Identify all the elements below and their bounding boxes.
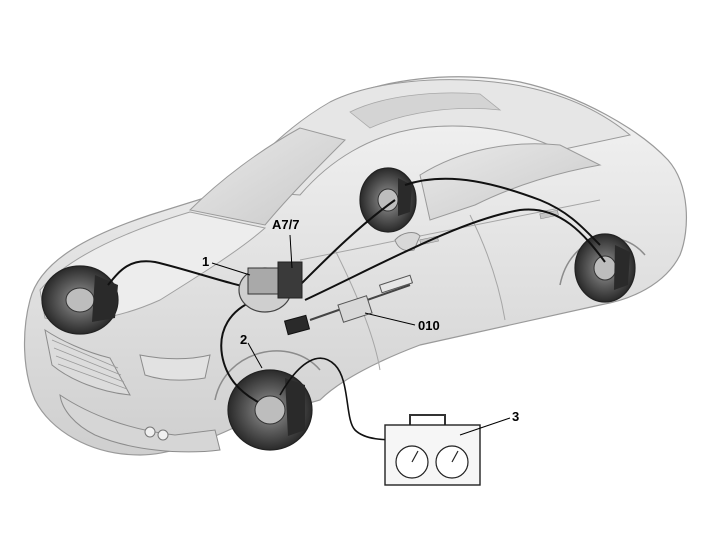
brake-disc-front-left: [41, 265, 119, 335]
car-headlight: [139, 354, 211, 381]
callout-3: 3: [512, 409, 519, 424]
car-roof: [228, 79, 632, 196]
leader-lines: [211, 234, 511, 436]
brake-line-rear-left: [299, 199, 396, 286]
brake-test-case: [384, 414, 481, 486]
side-mirror-icon: [394, 232, 421, 252]
brake-disc-rear-right: [574, 233, 636, 303]
car-front-bumper: [59, 393, 221, 453]
callout-010: 010: [418, 318, 440, 333]
brake-line-rear-right: [304, 208, 606, 301]
door-lines: [299, 199, 601, 371]
pressure-gauge-right: [435, 445, 469, 479]
case-handle: [409, 414, 446, 425]
car-side-windows: [419, 143, 602, 221]
pressure-gauge-left: [395, 445, 429, 479]
adapter-010: [309, 274, 414, 323]
brake-lines: [107, 177, 606, 441]
brake-line-front-left: [107, 260, 263, 291]
fog-light-icon: [157, 429, 169, 441]
test-hose: [279, 357, 401, 441]
callout-1: 1: [202, 254, 209, 269]
brake-disc-front-right: [227, 369, 313, 451]
car-windshield: [188, 127, 346, 226]
abs-hydraulic-unit: [238, 261, 311, 336]
brake-line-front-right: [220, 299, 259, 403]
brake-disc-rear-left: [359, 167, 417, 233]
fog-light-icon: [144, 426, 156, 438]
brake-line-rear-left-upper: [404, 177, 601, 246]
car-sunroof: [349, 92, 502, 129]
callout-a7-7: A7/7: [272, 217, 299, 232]
front-wheel-arch: [214, 350, 321, 401]
callout-2: 2: [240, 332, 247, 347]
grille-bars: [51, 339, 128, 390]
